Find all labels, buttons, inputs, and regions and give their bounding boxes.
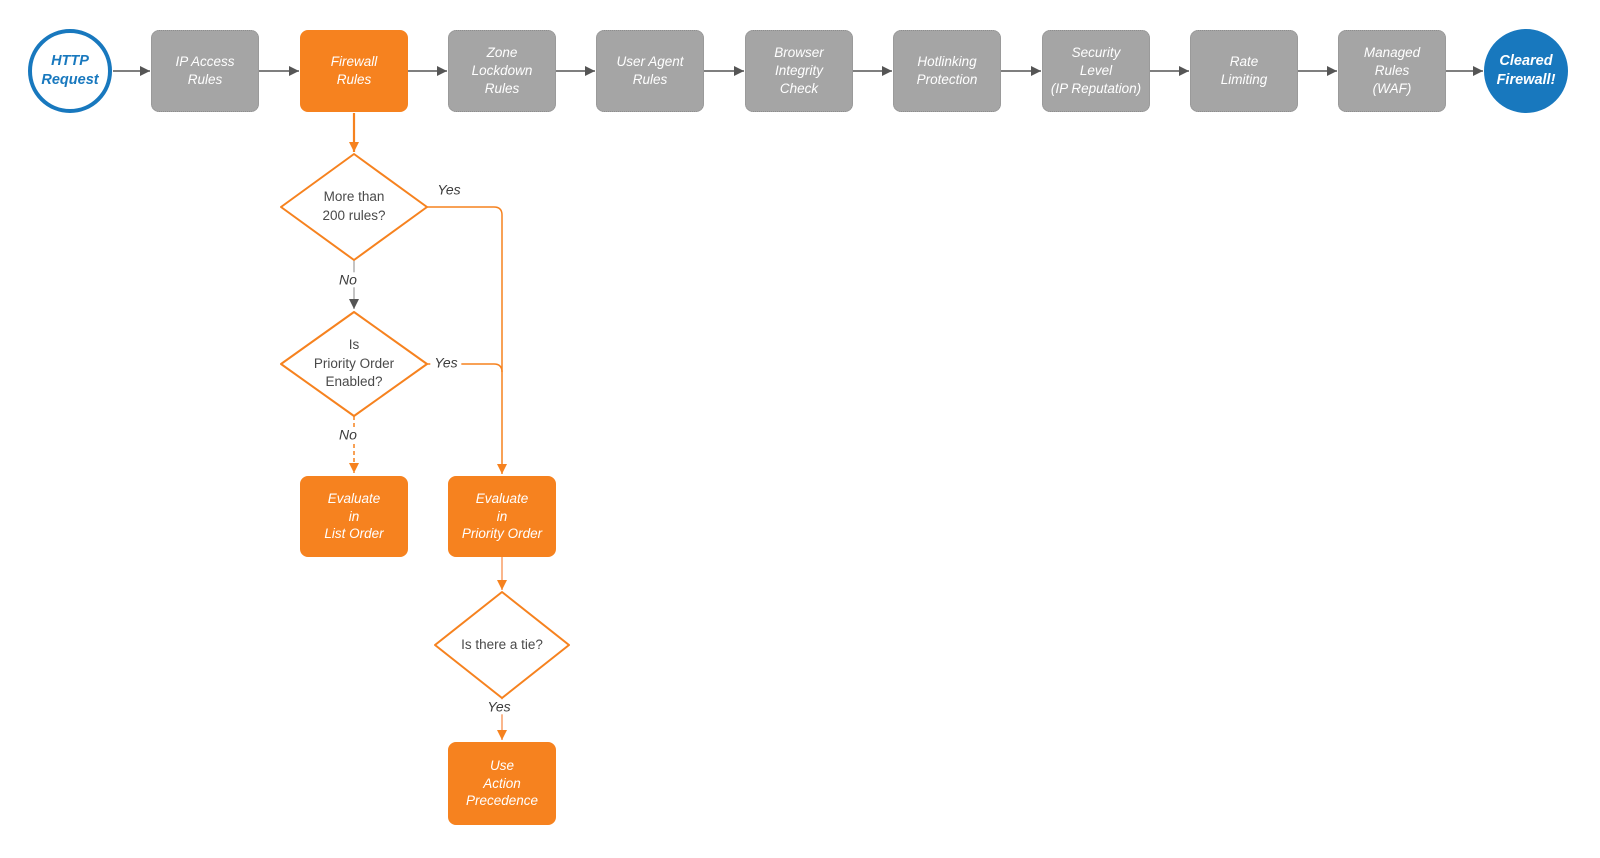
edge-label-yes-tie: Yes xyxy=(483,698,515,715)
node-hotlinking-protection: Hotlinking Protection xyxy=(893,30,1001,112)
node-browser-integrity-check: Browser Integrity Check xyxy=(745,30,853,112)
node-user-agent-rules: User Agent Rules xyxy=(596,30,704,112)
node-http-request: HTTP Request xyxy=(28,29,112,113)
decision-diamonds xyxy=(280,153,570,699)
node-evaluate-list-order: Evaluate in List Order xyxy=(300,476,408,557)
decision-priority-order-enabled-label: Is Priority Order Enabled? xyxy=(313,337,395,390)
decision-more-than-200-rules-shape xyxy=(280,153,428,261)
edge-label-yes-200-rules: Yes xyxy=(433,181,465,198)
node-zone-lockdown-rules: Zone Lockdown Rules xyxy=(448,30,556,112)
edge-label-no-priority-enabled: No xyxy=(335,426,361,443)
edge-label-yes-priority-enabled: Yes xyxy=(430,354,462,371)
node-ip-access-rules: IP Access Rules xyxy=(151,30,259,112)
node-evaluate-priority-order: Evaluate in Priority Order xyxy=(448,476,556,557)
edge-yes-200-rules-to-priority-order xyxy=(427,206,507,474)
decision-is-there-a-tie-label: Is there a tie? xyxy=(461,636,543,652)
node-managed-rules-waf: Managed Rules (WAF) xyxy=(1338,30,1446,112)
edge-label-no-200-rules: No xyxy=(335,271,361,288)
decision-more-than-200-rules-label: More than 200 rules? xyxy=(322,189,386,223)
edge-yes-priority-enabled-join xyxy=(427,363,503,373)
decision-is-there-a-tie-shape xyxy=(434,591,570,699)
node-security-level: Security Level (IP Reputation) xyxy=(1042,30,1150,112)
node-cleared-firewall: Cleared Firewall! xyxy=(1484,29,1568,113)
node-use-action-precedence: Use Action Precedence xyxy=(448,742,556,825)
node-rate-limiting: Rate Limiting xyxy=(1190,30,1298,112)
node-firewall-rules: Firewall Rules xyxy=(300,30,408,112)
decision-priority-order-enabled-shape xyxy=(280,311,428,417)
